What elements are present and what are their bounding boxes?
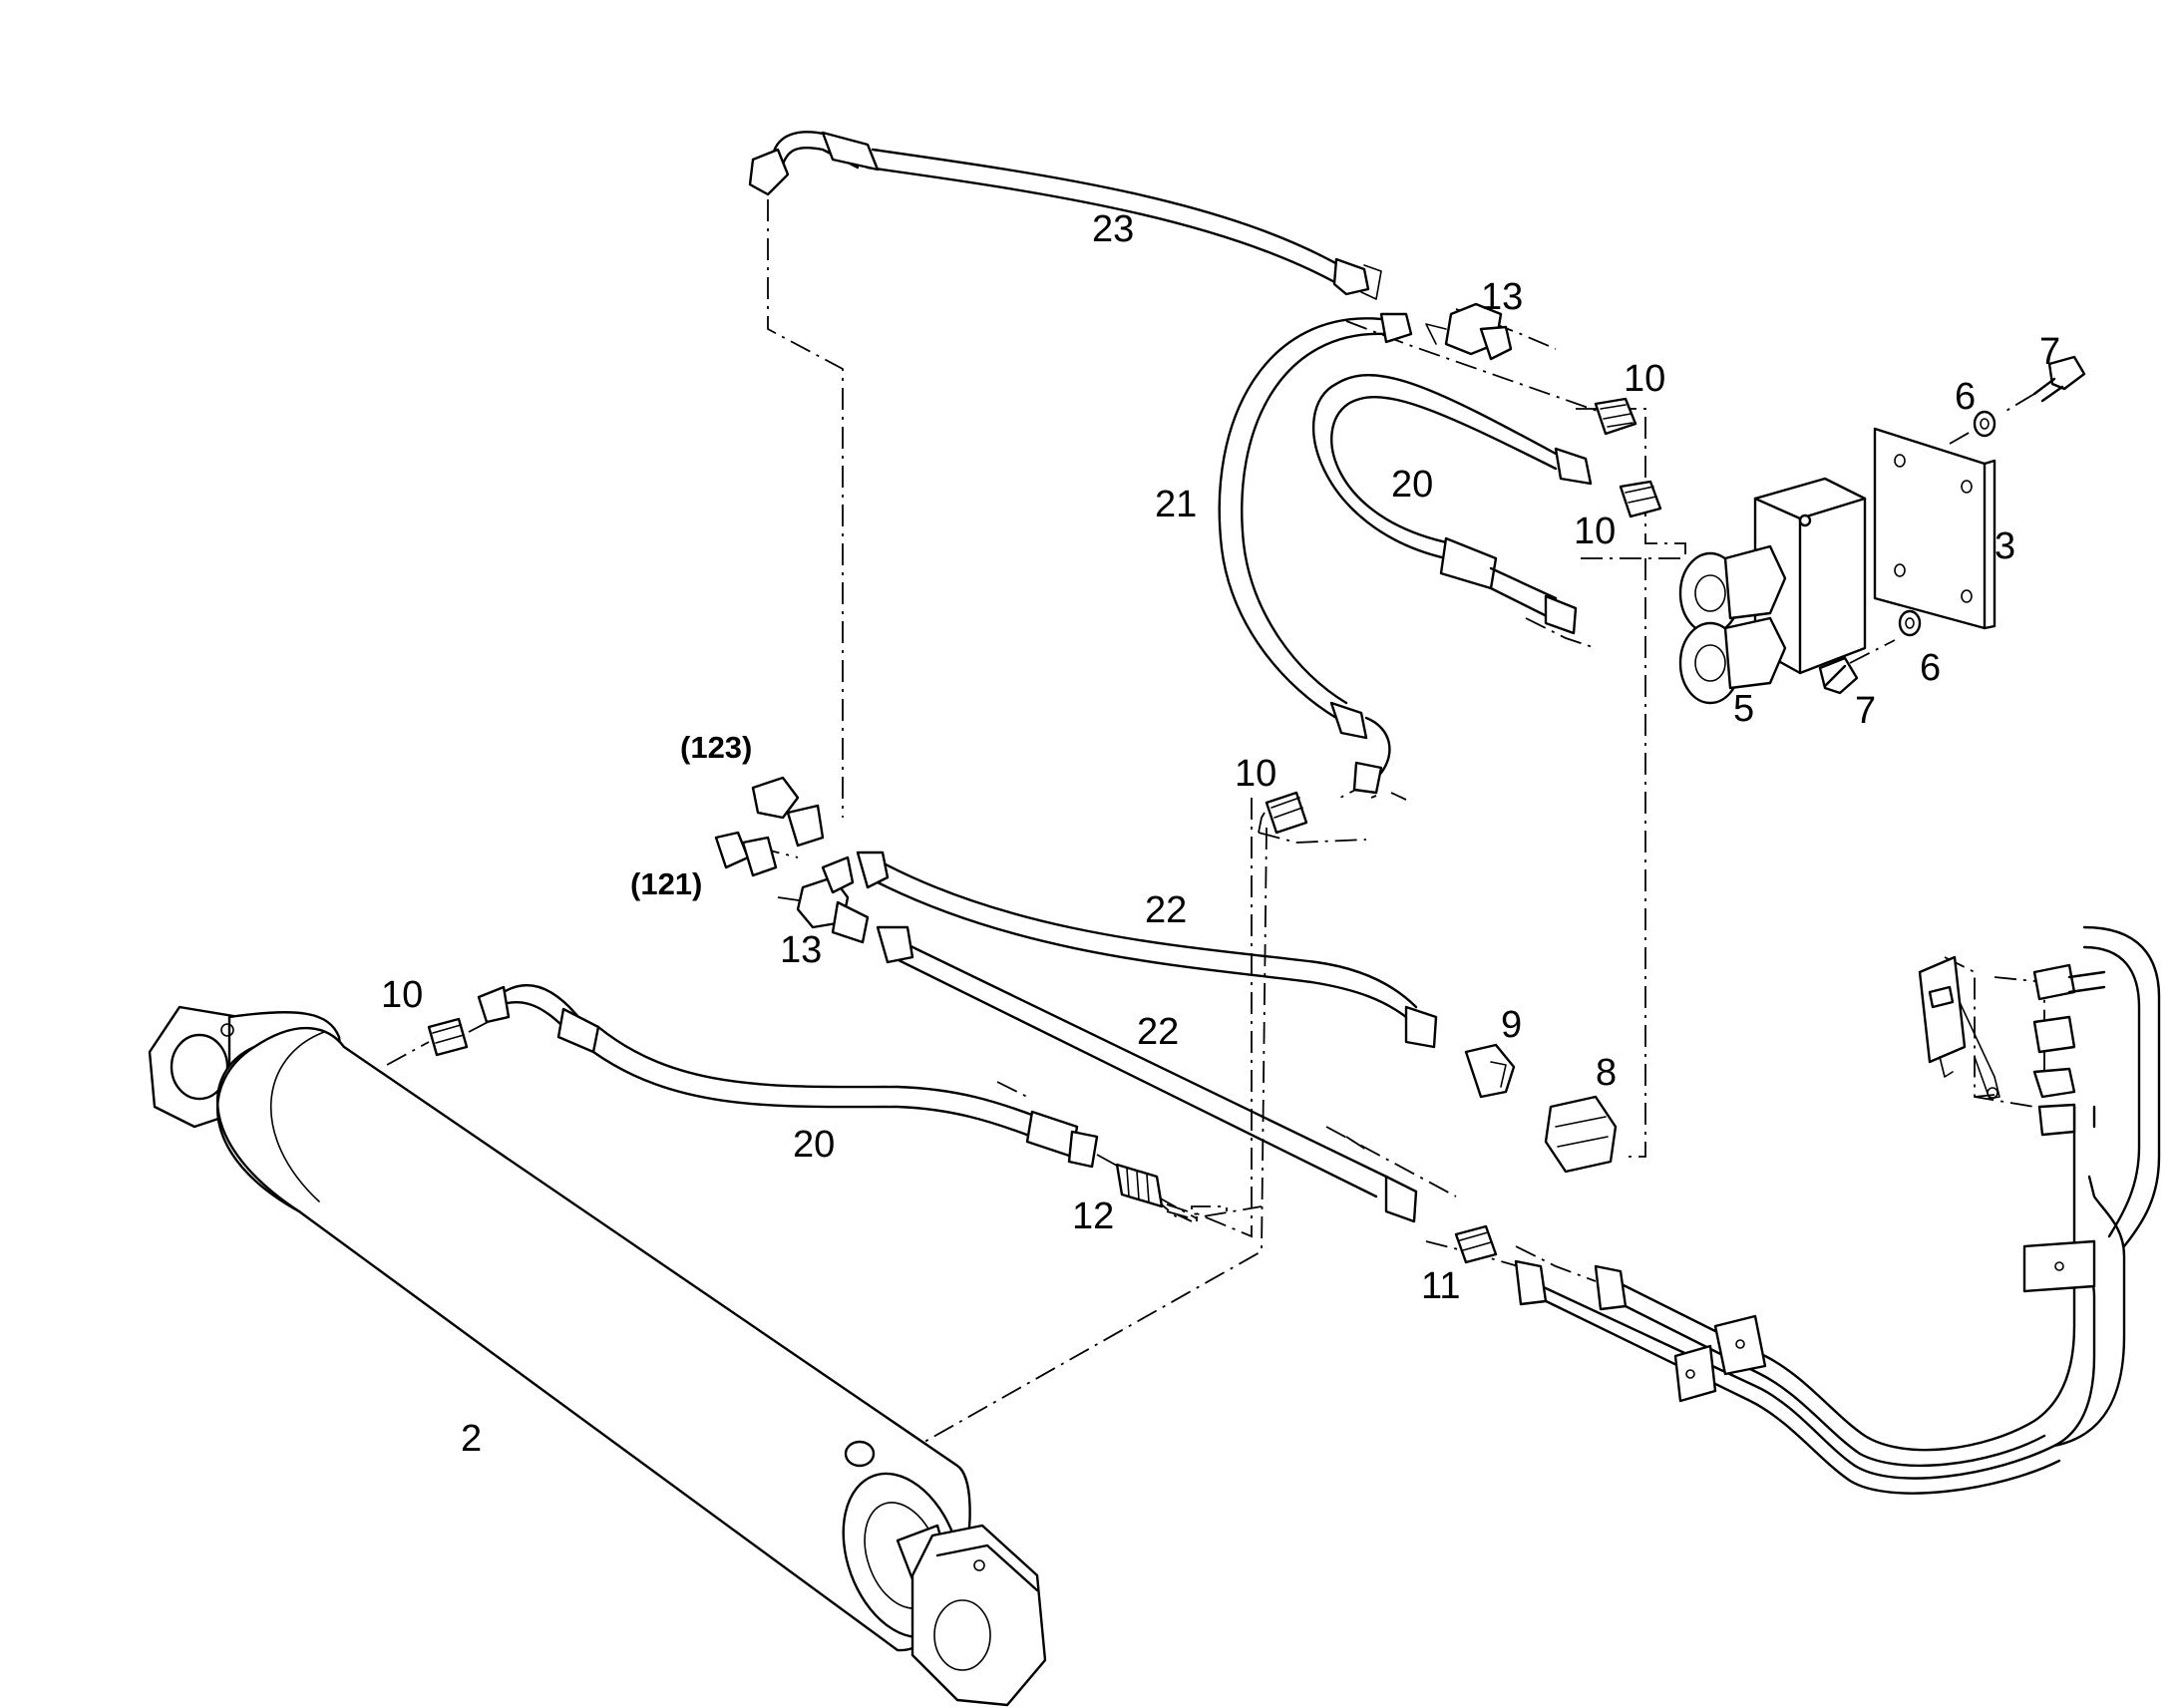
hose-23 xyxy=(748,131,1382,300)
label-ref-121: (121) xyxy=(630,866,702,901)
tee-fitting-13-upper xyxy=(1425,302,1513,361)
label-23: 23 xyxy=(1092,208,1134,250)
mounting-plate-3 xyxy=(1873,427,1997,630)
fitting-123 xyxy=(751,776,825,848)
label-6-upper: 6 xyxy=(1955,376,1976,418)
label-10-middle: 10 xyxy=(1235,753,1276,795)
label-8: 8 xyxy=(1596,1052,1617,1094)
label-9: 9 xyxy=(1501,1004,1522,1046)
hose-22-upper xyxy=(856,851,1438,1049)
label-6-lower: 6 xyxy=(1920,647,1941,689)
label-7-upper: 7 xyxy=(2039,331,2060,373)
fitting-9 xyxy=(1464,1043,1516,1099)
label-2: 2 xyxy=(461,1418,482,1460)
hose-22-lower xyxy=(876,925,1418,1223)
bolt-7-lower xyxy=(1818,656,1859,695)
bolt-7-upper xyxy=(2032,355,2086,403)
tee-fitting-13-lower xyxy=(796,855,870,944)
callout-labels: 23 13 10 7 6 20 21 10 3 6 5 7 (123) 10 (… xyxy=(381,208,2060,1460)
adapter-10-lower xyxy=(427,1017,469,1057)
washer-6-lower xyxy=(1898,609,1922,637)
fitting-121 xyxy=(714,831,778,877)
washer-6-upper xyxy=(1973,410,1997,438)
label-13-upper: 13 xyxy=(1481,276,1523,318)
label-ref-123: (123) xyxy=(680,730,752,765)
hose-21 xyxy=(1218,312,1413,795)
label-10-lower: 10 xyxy=(381,974,423,1016)
label-3: 3 xyxy=(1995,525,2015,567)
label-20-upper: 20 xyxy=(1391,464,1433,506)
hydraulic-cylinder-2 xyxy=(148,1005,1047,1707)
label-20-lower: 20 xyxy=(793,1124,835,1166)
label-10-upper-a: 10 xyxy=(1624,358,1665,400)
adapter-12 xyxy=(1115,1163,1164,1208)
hose-20-lower xyxy=(477,983,1099,1169)
label-22-lower: 22 xyxy=(1137,1011,1179,1053)
rigid-tube-assembly xyxy=(1514,925,2161,1495)
label-11: 11 xyxy=(1421,1265,1460,1307)
label-7-lower: 7 xyxy=(1855,690,1876,732)
adapter-10-middle xyxy=(1265,791,1308,835)
label-22-upper: 22 xyxy=(1145,889,1187,931)
label-12: 12 xyxy=(1072,1196,1114,1237)
adapter-10-upper-b xyxy=(1619,480,1662,518)
adapter-10-upper-a xyxy=(1594,397,1637,436)
check-valve-8 xyxy=(1544,1095,1618,1174)
label-21: 21 xyxy=(1155,484,1197,525)
label-13-lower: 13 xyxy=(780,929,822,971)
hose-20-upper xyxy=(1312,374,1593,635)
label-10-upper-b: 10 xyxy=(1574,511,1616,552)
adapter-11 xyxy=(1454,1224,1498,1264)
pressure-switch xyxy=(1918,955,2000,1100)
label-5: 5 xyxy=(1733,688,1754,730)
valve-block-5 xyxy=(1678,477,1867,705)
